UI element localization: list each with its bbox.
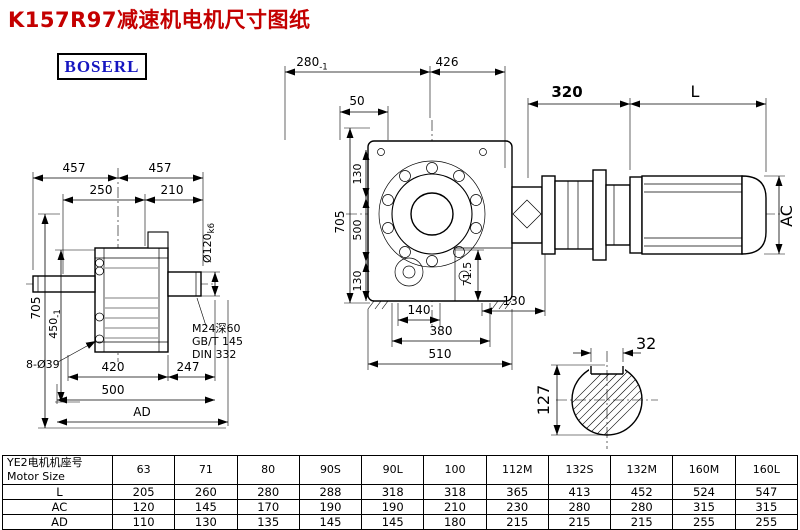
dim-250-label: 250 (90, 183, 113, 197)
col-header: 63 (113, 456, 175, 485)
table-cell: 110 (113, 515, 175, 530)
table-cell: 280 (548, 500, 610, 515)
dim-71-5-label: 71.5 (461, 262, 474, 287)
dim-247-label: 247 (177, 360, 200, 374)
table-cell: 190 (299, 500, 361, 515)
dim-140-label: 140 (408, 303, 431, 317)
dim-380-label: 380 (430, 324, 453, 338)
table-cell: 413 (548, 485, 610, 500)
table-cell: 215 (486, 515, 548, 530)
header-en: Motor Size (7, 470, 112, 484)
table-cell: 205 (113, 485, 175, 500)
dim-510-label: 510 (429, 347, 452, 361)
col-header: 160L (735, 456, 797, 485)
table-cell: 215 (548, 515, 610, 530)
table-cell: 260 (175, 485, 237, 500)
dim-457-right-label: 457 (149, 161, 172, 175)
dim-705-front-label: 705 (333, 211, 347, 234)
table-cell: 280 (237, 485, 299, 500)
table-cell: 288 (299, 485, 361, 500)
dim-shaft-dia-label: Ø120k6 (201, 223, 217, 263)
dim-50-label: 50 (349, 94, 364, 108)
holes-note-label: 8-Ø39 (26, 358, 60, 371)
col-header: 100 (424, 456, 486, 485)
table-cell: 452 (611, 485, 673, 500)
dim-130-right-label: 130 (503, 294, 526, 308)
table-cell: 280 (611, 500, 673, 515)
table-cell: 315 (735, 500, 797, 515)
table-cell: 547 (735, 485, 797, 500)
output-shaft (33, 276, 95, 292)
motor-end-cap (742, 176, 766, 254)
table-cell: 315 (673, 500, 735, 515)
table-cell: 255 (673, 515, 735, 530)
col-header: 71 (175, 456, 237, 485)
row-label: AC (3, 500, 113, 515)
dim-32-label: 32 (636, 334, 656, 353)
gearbox-housing-front (368, 141, 512, 309)
table-cell: 190 (362, 500, 424, 515)
dim-280-label: 280-1 (296, 55, 327, 73)
col-header: 160M (673, 456, 735, 485)
table-cell: 210 (424, 500, 486, 515)
dim-500-side-label: 500 (102, 383, 125, 397)
header-motor-size: YE2电机机座号 Motor Size (3, 456, 113, 485)
front-view: 280-1 426 50 320 L 705 (285, 55, 796, 370)
col-header: 112M (486, 456, 548, 485)
table-cell: 145 (362, 515, 424, 530)
row-label: L (3, 485, 113, 500)
technical-drawing: 280-1 426 50 320 L 705 (0, 0, 800, 455)
dim-420-label: 420 (102, 360, 125, 374)
row-label: AD (3, 515, 113, 530)
tap-note-label: M24深60 (192, 322, 241, 335)
table-cell: 180 (424, 515, 486, 530)
motor-body (642, 176, 742, 254)
table-cell: 170 (237, 500, 299, 515)
table-cell: 255 (735, 515, 797, 530)
motor-size-table: YE2电机机座号 Motor Size 63 71 80 90S 90L 100… (2, 455, 798, 530)
dim-320-label: 320 (551, 83, 582, 101)
col-header: 90L (362, 456, 424, 485)
std1-label: GB/T 145 (192, 335, 243, 348)
table-row-AC: AC 120 145 170 190 190 210 230 280 280 3… (3, 500, 798, 515)
dim-130-top-label: 130 (351, 164, 364, 185)
motor-assembly (512, 170, 766, 260)
table-cell: 230 (486, 500, 548, 515)
table-row-AD: AD 110 130 135 145 145 180 215 215 215 2… (3, 515, 798, 530)
table-cell: 120 (113, 500, 175, 515)
table-cell: 318 (362, 485, 424, 500)
table-row-L: L 205 260 280 288 318 318 365 413 452 52… (3, 485, 798, 500)
dim-L-label: L (691, 82, 700, 101)
table-cell: 130 (175, 515, 237, 530)
dim-426-label: 426 (436, 55, 459, 69)
col-header: 90S (299, 456, 361, 485)
table-cell: 215 (611, 515, 673, 530)
dim-127-label: 127 (534, 385, 553, 416)
table-cell: 318 (424, 485, 486, 500)
table-cell: 145 (299, 515, 361, 530)
dim-705-side-label: 705 (29, 297, 43, 320)
dim-AD-label: AD (133, 405, 150, 419)
dim-457-left-label: 457 (63, 161, 86, 175)
dim-130-bottom-label: 130 (351, 271, 364, 292)
table-cell: 135 (237, 515, 299, 530)
dim-AC-label: AC (777, 205, 796, 227)
table-cell: 524 (673, 485, 735, 500)
table-cell: 145 (175, 500, 237, 515)
dim-500-front-label: 500 (351, 220, 364, 241)
col-header: 80 (237, 456, 299, 485)
header-cn: YE2电机机座号 (7, 456, 112, 470)
col-header: 132M (611, 456, 673, 485)
side-view: 457 457 250 210 Ø120k6 705 450- (26, 161, 243, 428)
dim-210-label: 210 (161, 183, 184, 197)
shaft-section-view: 32 127 (534, 334, 679, 449)
table-cell: 365 (486, 485, 548, 500)
table-header-row: YE2电机机座号 Motor Size 63 71 80 90S 90L 100… (3, 456, 798, 485)
col-header: 132S (548, 456, 610, 485)
